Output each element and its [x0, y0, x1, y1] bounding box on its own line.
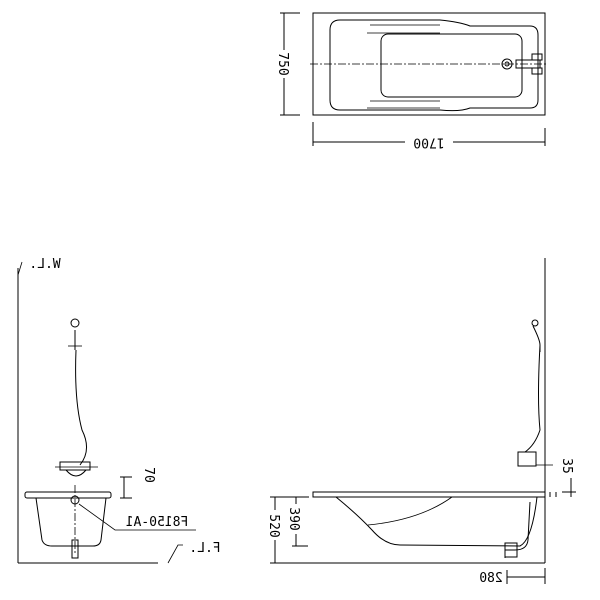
tub-rim-front	[312, 491, 546, 498]
model-label: F8150-A1	[126, 515, 189, 530]
front-view: 520 390 35 280	[266, 258, 576, 586]
basin-floor	[380, 33, 523, 98]
drain-pipe-front	[504, 501, 531, 558]
floor-level-label: F.L.	[189, 541, 220, 556]
drain-icon	[501, 58, 513, 70]
tub-depth-dimension: 390	[286, 507, 301, 530]
tub-body-front	[335, 496, 538, 547]
tub-body-side	[35, 497, 107, 547]
side-view: W.L. 70 F8150-A1 F.L.	[17, 257, 221, 564]
total-height-dimension: 520	[266, 514, 281, 537]
drain-trap	[71, 539, 79, 559]
model-leader-line	[78, 503, 196, 531]
shower-head-front-icon	[531, 319, 539, 327]
shower-head-icon	[70, 318, 80, 328]
tub-rim-side	[24, 491, 112, 499]
faucet-top-icon	[515, 53, 543, 75]
drain-offset-dimension: 280	[479, 571, 502, 586]
width-dimension: 1700	[413, 135, 444, 150]
top-view: 750 1700	[275, 12, 548, 150]
water-level-label: W.L.	[29, 257, 60, 272]
mixer-icon	[59, 461, 91, 477]
depth-dimension: 750	[275, 52, 290, 75]
tub-rim-inner	[329, 19, 539, 112]
mixer-front-icon	[517, 451, 537, 467]
mixer-offset-dimension: 35	[559, 458, 574, 474]
shower-hose	[75, 349, 87, 466]
shower-hose-front	[524, 325, 541, 453]
mixer-height-dimension: 70	[141, 467, 156, 483]
